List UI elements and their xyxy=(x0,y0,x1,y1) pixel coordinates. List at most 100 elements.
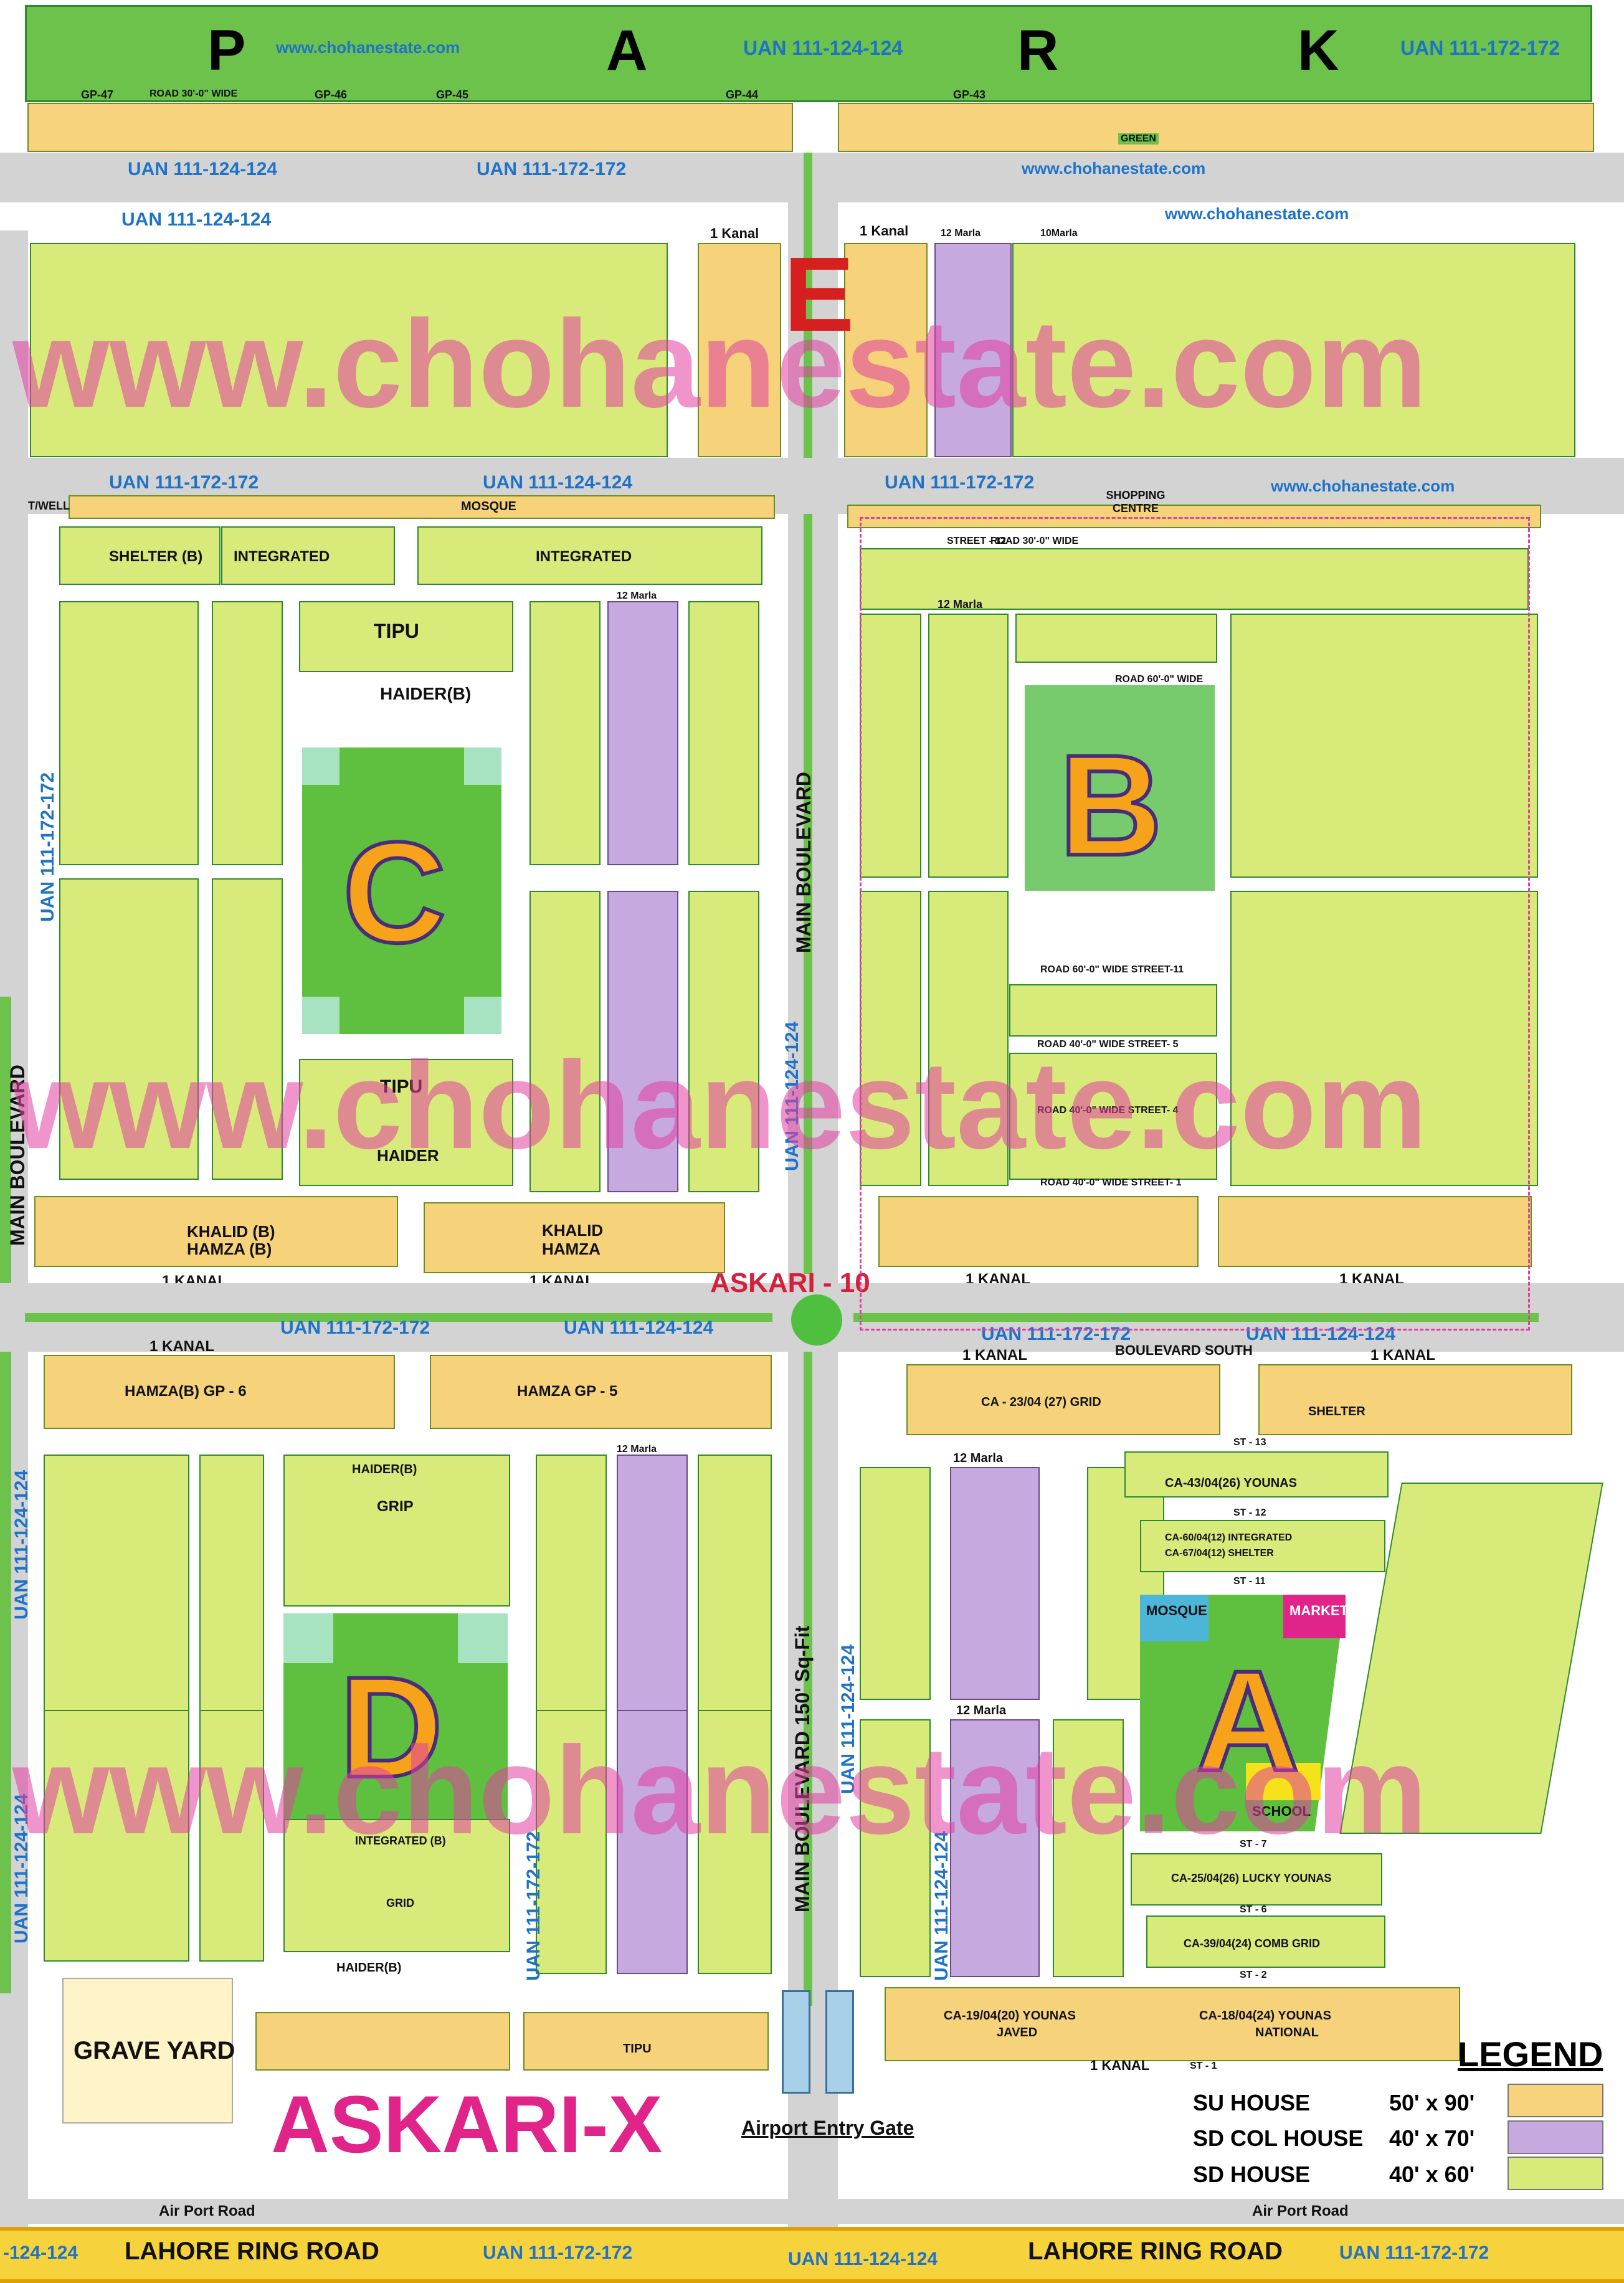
b-col-1b xyxy=(860,891,921,1186)
label-hamza-b: HAMZA (B) xyxy=(187,1240,272,1258)
uan-second-3: UAN 111-172-172 xyxy=(885,472,1035,493)
sector-c-park xyxy=(302,748,501,1034)
uan-askari-2: UAN 111-124-124 xyxy=(564,1317,714,1338)
label-airport-road-left: Air Port Road xyxy=(159,2203,255,2219)
title-askari-x: ASKARI-X xyxy=(271,2079,663,2170)
sector-c-letter: C xyxy=(341,810,448,974)
label-grave-yard: GRAVE YARD xyxy=(74,2037,235,2064)
d-bottom-block xyxy=(283,1819,510,1952)
uan-askari-3: UAN 111-172-172 xyxy=(981,1324,1131,1344)
sector-b-letter: B xyxy=(1057,723,1164,887)
park-uan-2: UAN 111-172-172 xyxy=(1400,37,1560,59)
legend-swatch-sd-col xyxy=(1508,2120,1603,2154)
legend-size-sd-col: 40' x 70' xyxy=(1389,2125,1475,2151)
b-top-row xyxy=(860,548,1529,610)
label-mosque-top: MOSQUE xyxy=(461,500,516,513)
sector-e-left-plots xyxy=(30,243,668,457)
watermark-1: www.chohanestate.com xyxy=(12,295,1427,434)
c-plots-haider xyxy=(529,601,601,865)
airport-gate-right xyxy=(825,1990,854,2094)
label-twell: T/WELL xyxy=(28,500,70,512)
label-javed: JAVED xyxy=(997,2026,1038,2039)
uan-vertical-left-2: UAN 111-124-124 xyxy=(11,1469,32,1620)
label-ring-road-1: LAHORE RING ROAD xyxy=(125,2238,379,2265)
label-green: GREEN xyxy=(1118,133,1159,145)
label-st-12: ST - 12 xyxy=(1233,1507,1266,1518)
label-khalid: KHALID xyxy=(542,1221,604,1240)
b-street-5-row xyxy=(1009,1053,1217,1180)
airport-road xyxy=(0,2199,1624,2224)
park-letter-k: K xyxy=(1298,19,1339,82)
sector-b-park xyxy=(1025,685,1215,891)
label-askari-10: ASKARI - 10 xyxy=(710,1268,870,1298)
label-d-12-marla: 12 Marla xyxy=(617,1444,657,1455)
askari10-median-left xyxy=(25,1313,772,1322)
label-d-integrated-b: INTEGRATED (B) xyxy=(355,1834,446,1847)
a-school xyxy=(1246,1763,1321,1800)
label-st-1: ST - 1 xyxy=(1190,2061,1217,2071)
boulevard-median-top xyxy=(804,153,812,1274)
d-purple-colb xyxy=(617,1710,688,1974)
b-col-right xyxy=(1230,614,1538,878)
legend-label-sd-col: SD COL HOUSE xyxy=(1193,2125,1364,2151)
c-khalid-b-plots xyxy=(34,1196,398,1267)
label-d-grip: GRIP xyxy=(377,1498,414,1515)
uan-second-1: UAN 111-172-172 xyxy=(109,472,259,493)
watermark-3: www.chohanestate.com xyxy=(12,1721,1427,1860)
label-d-haider-b-2: HAIDER(B) xyxy=(336,1961,402,1975)
label-b-street-1: ROAD 40'-0" WIDE STREET- 1 xyxy=(1040,1177,1182,1188)
c-plots-col-1b xyxy=(59,878,199,1180)
uan-top-1: UAN 111-124-124 xyxy=(128,159,278,179)
label-airport-gate: Airport Entry Gate xyxy=(741,2117,914,2139)
d-hamza-row xyxy=(430,1355,772,1429)
label-road30-top: ROAD 30'-0" WIDE xyxy=(150,88,238,99)
a-purple-col-1 xyxy=(950,1467,1040,1700)
ring-uan-1: -124-124 xyxy=(3,2243,78,2263)
b-col-2 xyxy=(928,614,1009,878)
uan-top-2: UAN 111-172-172 xyxy=(477,159,627,179)
label-main-boulevard-center: MAIN BOULEVARD xyxy=(792,772,815,953)
label-b-street-5: ROAD 40'-0" WIDE STREET- 5 xyxy=(1037,1039,1179,1050)
a-market xyxy=(1283,1595,1346,1638)
label-shopping-centre: SHOPPING CENTRE xyxy=(1106,489,1166,515)
b-street-3-row xyxy=(1009,984,1217,1037)
label-c-haider-b: HAIDER(B) xyxy=(380,684,472,703)
d-tipu-bottom-row xyxy=(523,2012,769,2071)
label-ca-23: CA - 23/04 (27) GRID xyxy=(981,1395,1101,1409)
label-khalid-b: KHALID (B) xyxy=(187,1222,275,1241)
lahore-ring-road xyxy=(0,2227,1624,2283)
label-e-1-kanal-left: 1 Kanal xyxy=(710,225,759,241)
label-st-2: ST - 2 xyxy=(1240,1970,1267,1980)
uan-top-3: UAN 111-124-124 xyxy=(121,209,272,230)
label-c-tipu-2: TIPU xyxy=(380,1076,423,1097)
b-col-right-b xyxy=(1230,891,1538,1186)
label-d-haider-b: HAIDER(B) xyxy=(352,1463,417,1476)
sector-e-12-marla xyxy=(934,243,1012,457)
label-e-1-kanal-right: 1 Kanal xyxy=(860,223,909,239)
label-a-mosque: MOSQUE xyxy=(1146,1603,1207,1618)
website-top-2: www.chohanestate.com xyxy=(1165,204,1349,223)
c-plots-col-2 xyxy=(212,601,283,865)
c-plots-col-right-b xyxy=(688,891,759,1192)
a-younas-row xyxy=(1124,1451,1389,1497)
sector-a-letter: A xyxy=(1194,1639,1301,1803)
c-plots-top xyxy=(299,601,513,672)
label-airport-road-right: Air Port Road xyxy=(1252,2203,1349,2219)
top-plot-row-left xyxy=(27,103,793,152)
label-st-13: ST - 13 xyxy=(1233,1437,1266,1448)
uan-askari-4: UAN 111-124-124 xyxy=(1246,1324,1396,1344)
label-e-10-marla: 10Marla xyxy=(1040,228,1078,239)
label-gp45: GP-45 xyxy=(436,88,469,101)
website-second: www.chohanestate.com xyxy=(1271,477,1455,495)
label-hamza-b-gp6: HAMZA(B) GP - 6 xyxy=(125,1383,247,1400)
shelter-b-row xyxy=(59,526,221,585)
b-1-kanal-left xyxy=(878,1196,1199,1267)
airport-gate-left xyxy=(782,1990,810,2094)
label-ring-road-2: LAHORE RING ROAD xyxy=(1028,2238,1283,2265)
label-ca-43: CA-43/04(26) YOUNAS xyxy=(1165,1476,1297,1490)
sector-d-park xyxy=(283,1613,508,1844)
sector-e-right-plots xyxy=(1012,243,1575,457)
label-b-road-60: ROAD 60'-0" WIDE xyxy=(1115,674,1204,685)
website-top: www.chohanestate.com xyxy=(1022,159,1206,178)
label-national: NATIONAL xyxy=(1255,2026,1319,2039)
